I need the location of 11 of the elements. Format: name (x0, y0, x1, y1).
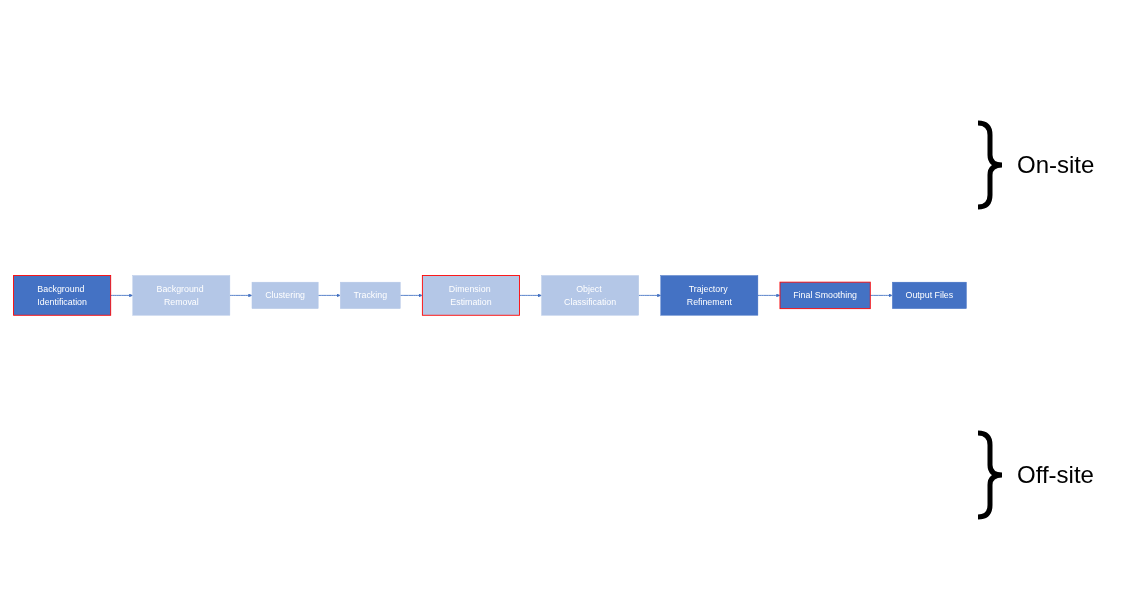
node-box: Background Removal (132, 274, 231, 316)
node-box: Trajectory Refinement (660, 274, 759, 316)
node-box: Output Files (892, 281, 967, 309)
node-box: Background Identification (13, 274, 112, 316)
group-label: Off-site (1017, 461, 1094, 489)
node-box: Dimension Estimation (421, 274, 520, 316)
node-box: Clustering (251, 281, 319, 309)
node-box: Final Smoothing (779, 281, 871, 309)
node-box: Object Classification (541, 274, 639, 316)
node-box: Tracking (340, 281, 401, 309)
group-label: On-site (1017, 151, 1095, 179)
